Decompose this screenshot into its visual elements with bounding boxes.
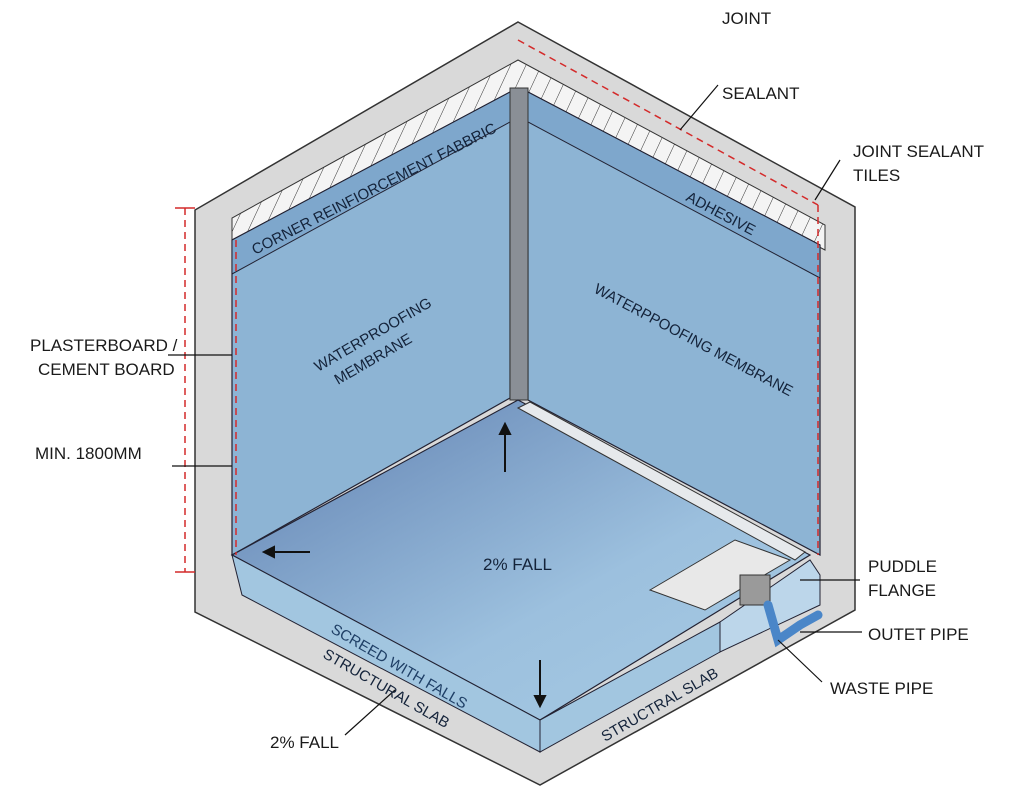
label-puddle-flange-1: PUDDLE [868,557,937,576]
label-plasterboard-1: PLASTERBOARD / [30,336,178,355]
fall-arrows [261,421,547,709]
drain-body [739,574,771,606]
label-floor-fall: 2% FALL [483,555,552,574]
label-joint-sealant-tiles-2: TILES [853,166,900,185]
label-joint-sealant-2: SEALANT [722,84,799,103]
label-fall-bottom: 2% FALL [270,733,339,752]
label-joint-sealant-tiles-1: JOINT SEALANT [853,142,984,161]
dimension-lines [175,39,819,573]
label-waste-pipe: WASTE PIPE [830,679,933,698]
drain-grate [648,539,792,611]
label-min-height: MIN. 1800MM [35,444,142,463]
linear-drain [516,401,806,561]
label-puddle-flange-2: FLANGE [868,581,936,600]
label-plasterboard-2: CEMENT BOARD [38,360,175,379]
label-outlet-pipe: OUTET PIPE [868,625,969,644]
label-joint-sealant-1: JOINT [722,9,771,28]
leader-lines [168,84,862,736]
waste-pipe [763,600,823,648]
corner-board [509,87,529,401]
